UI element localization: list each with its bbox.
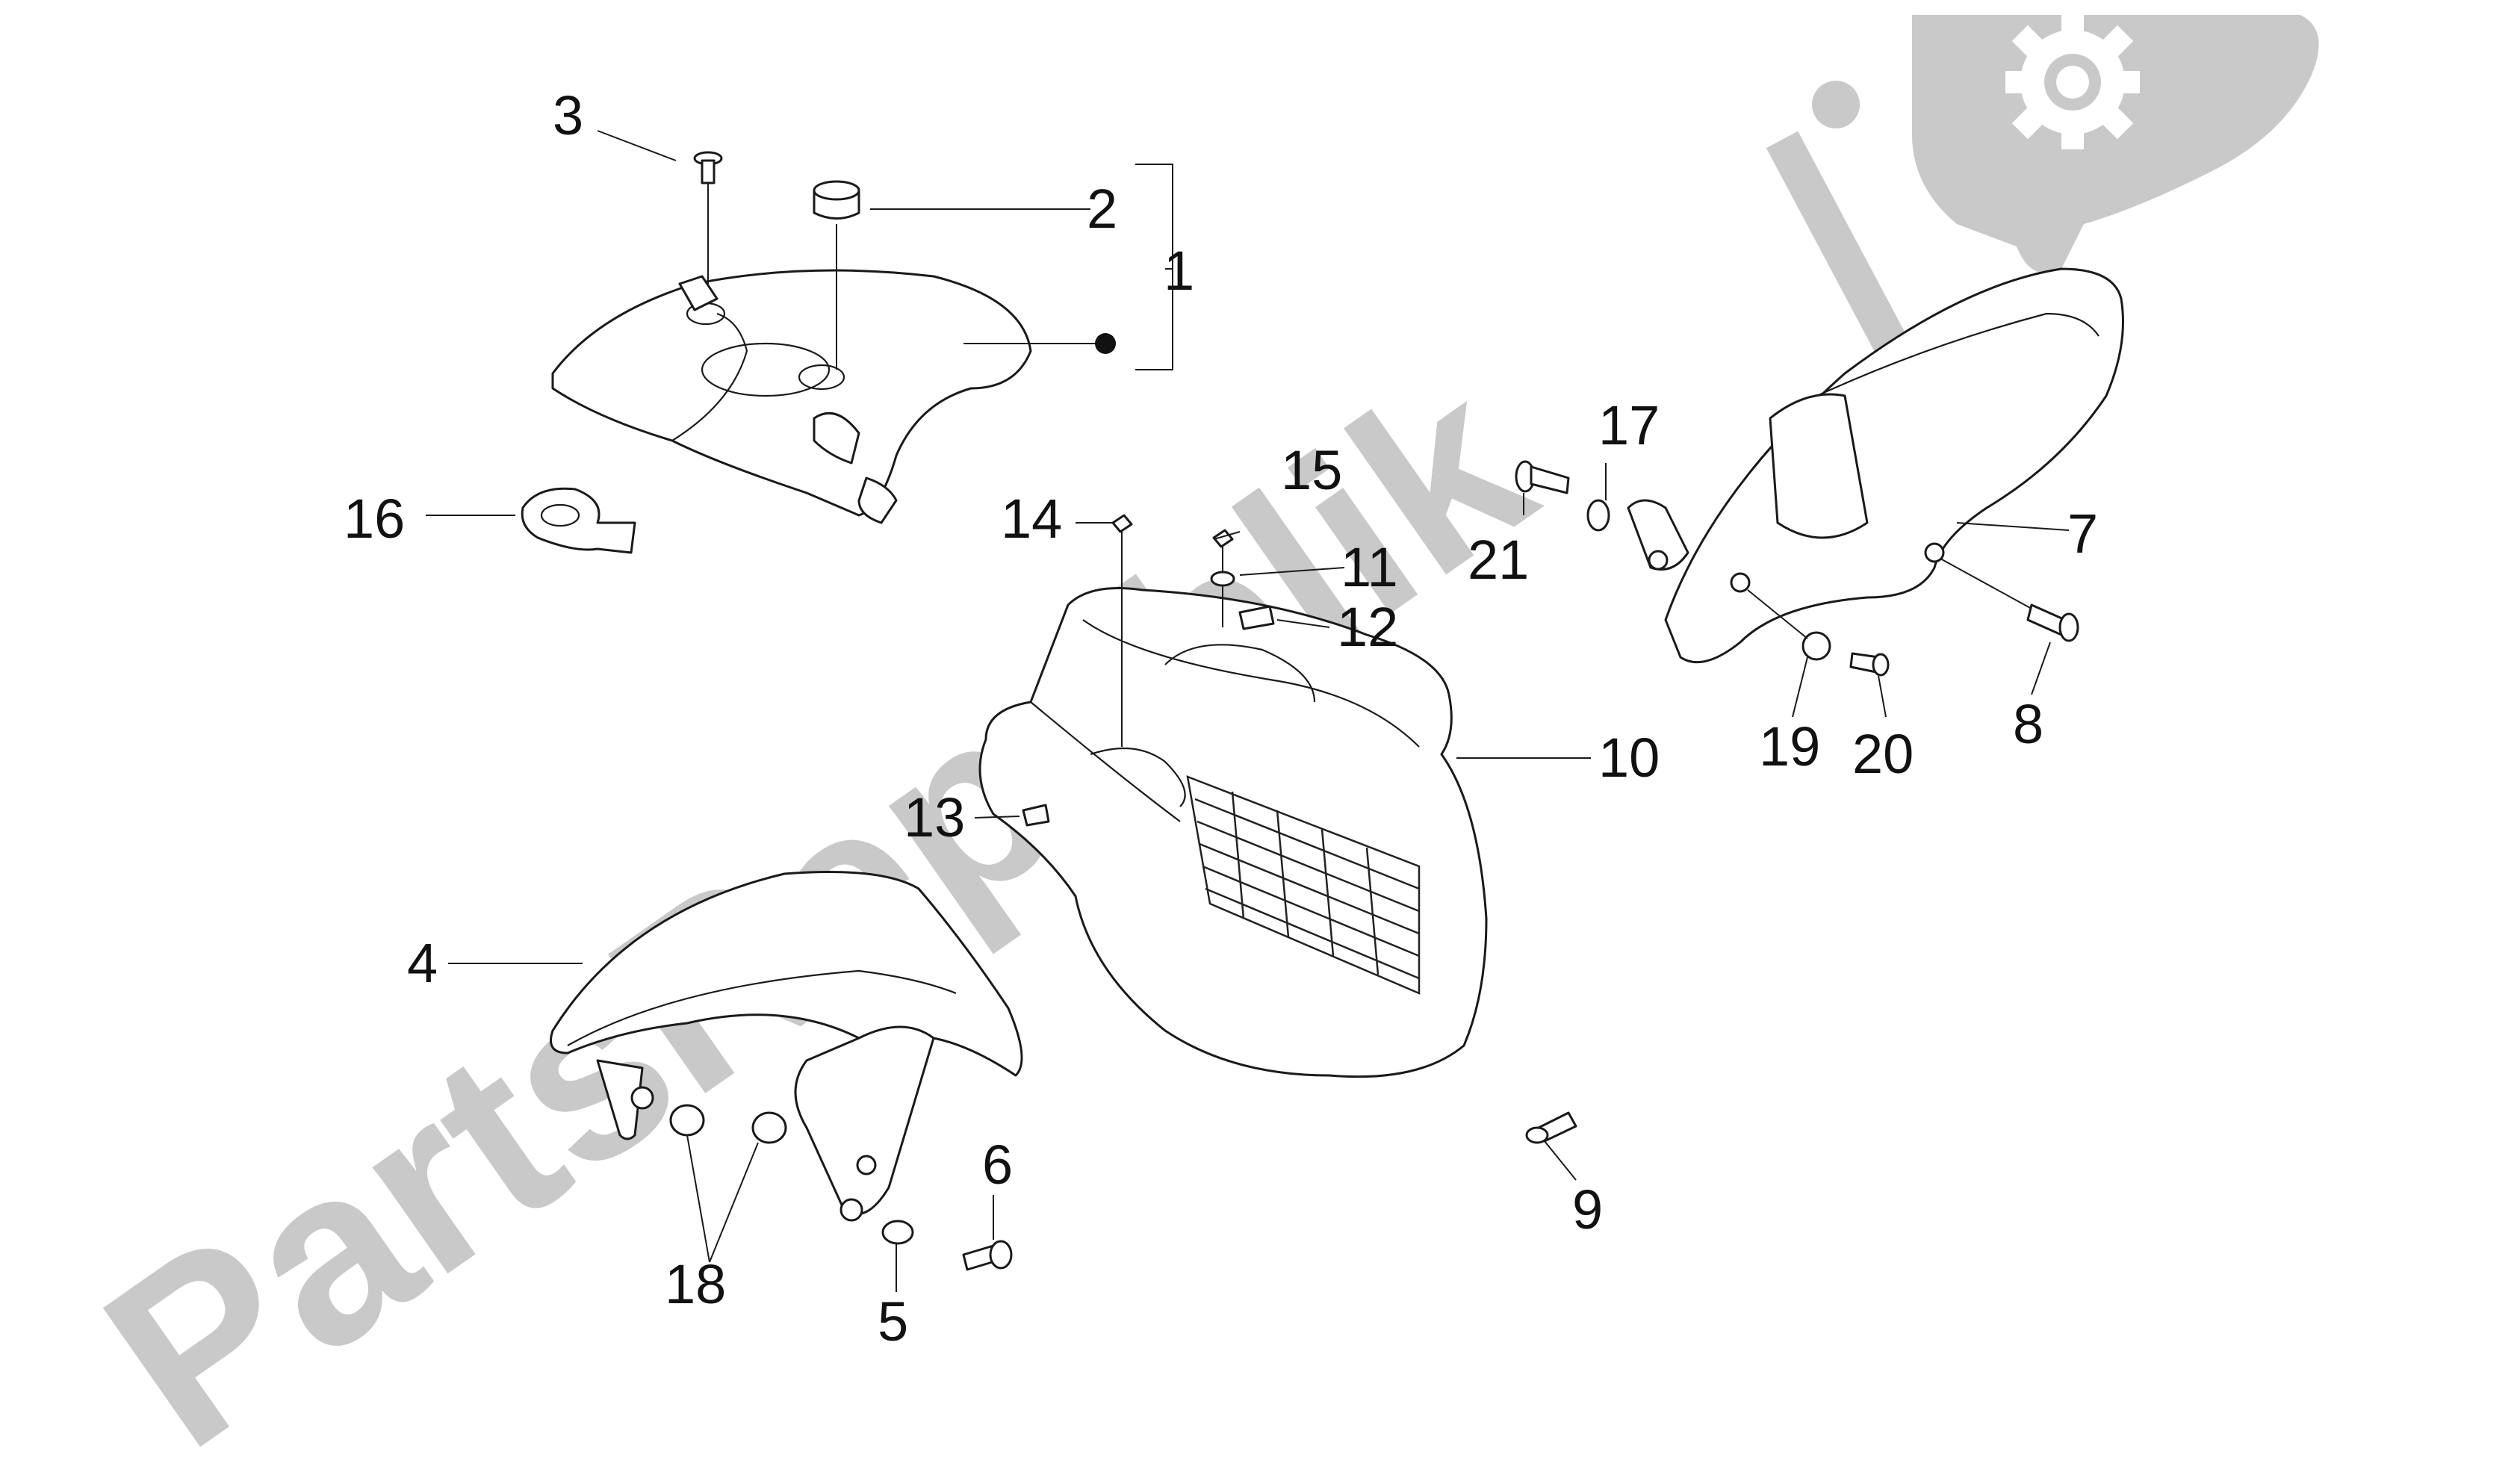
part-plug [813,180,860,370]
part-bracket-16 [521,487,636,554]
callout-6: 6 [982,1134,1013,1196]
legshield-grill [1186,775,1421,995]
callout-3: 3 [553,84,583,146]
part-front-mudguard [550,871,1023,1222]
callout-15: 15 [1281,439,1342,501]
part-washer-11 [1210,571,1235,587]
callout-12: 12 [1337,596,1398,658]
part-washer-19 [1801,631,1831,661]
callout-5: 5 [878,1291,908,1353]
callout-20: 20 [1852,723,1914,785]
callout-labels: 1 2 3 4 5 6 7 8 9 10 11 12 13 14 15 16 1… [344,84,2098,1353]
callout-10: 10 [1598,727,1660,789]
part-screw-15 [1212,529,1234,627]
part-rear-hugger [1627,267,2124,664]
callout-7: 7 [2067,503,2098,565]
callout-17: 17 [1598,394,1660,456]
part-clip-12 [1238,605,1275,630]
part-grommets-18 [669,1104,787,1144]
callout-4: 4 [407,932,438,994]
callout-21: 21 [1468,529,1529,591]
part-screw-9 [1525,1111,1577,1144]
part-inner-shield [551,269,1032,524]
part-clip-13 [1022,804,1050,827]
callout-13: 13 [904,786,965,848]
part-washer-17 [1586,499,1610,532]
gear-icon [2005,15,2140,149]
callout-1: 1 [1164,240,1194,302]
callout-11: 11 [1341,536,1398,598]
leader-lines [426,130,2070,1292]
part-legshield [978,587,1488,1078]
part-screw-6 [962,1240,1013,1271]
callout-16: 16 [344,488,405,550]
callout-18: 18 [665,1253,726,1315]
callout-14: 14 [1001,488,1062,550]
callout-19: 19 [1759,715,1820,777]
callout-2: 2 [1087,178,1117,240]
part-screw-21 [1515,460,1570,494]
part-screw-20 [1849,652,1890,677]
part-spacer-5 [881,1220,914,1245]
callout-9: 9 [1572,1178,1603,1240]
part-screw-14 [1111,514,1133,747]
callout-8: 8 [2013,693,2043,755]
part-screw-8 [2026,603,2079,642]
part-screw-3 [693,151,723,284]
